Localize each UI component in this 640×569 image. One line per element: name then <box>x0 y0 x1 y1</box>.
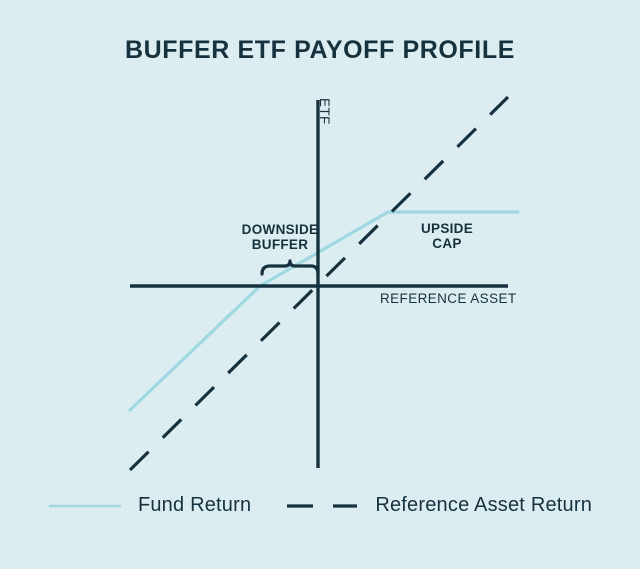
downside-buffer-label: DOWNSIDE BUFFER <box>241 222 319 252</box>
downside-buffer-brace <box>260 259 320 276</box>
fund-return-line <box>128 210 520 412</box>
upside-cap-label: UPSIDE CAP <box>420 221 474 251</box>
legend-swatch-solid-icon <box>48 504 122 507</box>
legend-swatch-dashed-icon <box>287 503 358 508</box>
legend-label-reference-asset-return: Reference Asset Return <box>375 494 593 516</box>
y-axis-label: ETF <box>317 98 332 125</box>
chart-title: BUFFER ETF PAYOFF PROFILE <box>124 36 515 64</box>
chart-legend: Fund Return Reference Asset Return <box>0 494 640 517</box>
legend-item-reference-asset-return: Reference Asset Return <box>285 494 592 517</box>
legend-item-fund-return: Fund Return <box>48 494 251 517</box>
legend-label-fund-return: Fund Return <box>137 494 252 516</box>
x-axis-label: REFERENCE ASSET <box>380 291 517 306</box>
